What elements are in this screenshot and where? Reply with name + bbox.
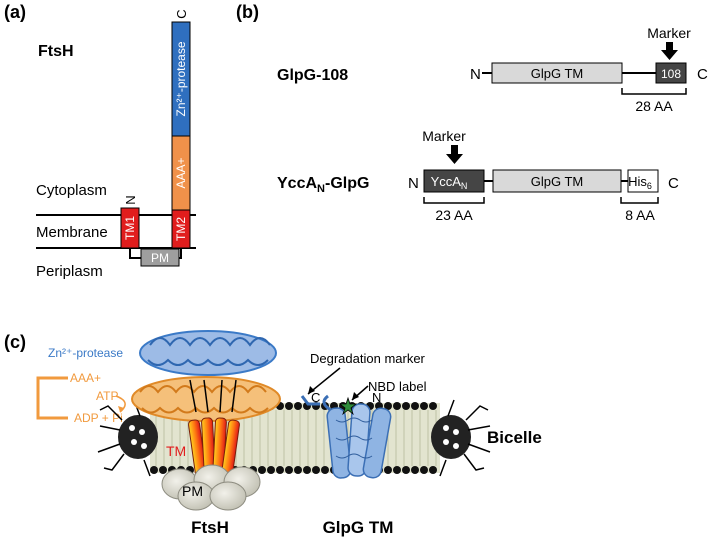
yccan-glpg-name-sub: N [317, 183, 325, 195]
panel-b: (b) GlpG-108 N GlpG TM 108 C Marker 28 A… [236, 2, 708, 223]
yccan-span-label-2: 8 AA [625, 207, 655, 223]
ftsh-label: FtsH [191, 518, 229, 537]
pm-domain [140, 248, 180, 267]
his-tag-sub: 6 [647, 181, 652, 191]
panel-c: (c) Zn²⁺-protease AAA+ ATP ADP + Pi [4, 330, 542, 537]
glpg108-span-bracket [621, 88, 687, 95]
glpg-c-term: C [311, 390, 320, 405]
membrane-label: Membrane [36, 224, 108, 241]
aaa-domain-label: AAA+ [174, 157, 188, 188]
glpg108-c-term: C [697, 66, 708, 83]
yccan-marker-box-sub: N [461, 181, 468, 191]
degradation-marker-tail [300, 395, 320, 406]
atp-arrowhead [118, 406, 124, 412]
degradation-marker-arrowhead [308, 386, 315, 394]
nbd-arrowhead [352, 392, 359, 400]
periplasm-label: Periplasm [36, 263, 103, 280]
yccan-glpg-name: YccAN-GlpG [277, 175, 369, 195]
glpg-helices [322, 394, 392, 479]
glpg108-n-term: N [470, 66, 481, 83]
atp-arrow [115, 395, 126, 413]
nbd-label: NBD label [368, 379, 427, 394]
yccan-span-label-1: 23 AA [435, 207, 473, 223]
degradation-marker-label: Degradation marker [310, 351, 426, 366]
adp-label: ADP + Pi [74, 411, 123, 425]
pm-label: PM [182, 483, 203, 499]
bicelle-label: Bicelle [487, 428, 542, 447]
glpg108-span-label: 28 AA [635, 98, 673, 114]
yccan-marker-box-main: YccA [431, 174, 462, 189]
glpg108-marker-box [655, 62, 687, 84]
yccan-c-term: C [668, 175, 679, 192]
panel-a: (a) FtsH Cytoplasm Membrane Periplasm PM… [4, 2, 196, 280]
panel-a-label: (a) [4, 2, 26, 22]
his-tag-label: His6 [628, 174, 652, 191]
yccan-marker-arrow [446, 145, 463, 164]
pm-domain-label: PM [151, 251, 169, 265]
glpg108-marker-label: Marker [647, 25, 691, 41]
yccan-marker-box-label: YccAN [431, 174, 468, 191]
yccan-n-term: N [408, 175, 419, 192]
glpg108-tm-label: GlpG TM [531, 66, 584, 81]
glpg108-marker-box-label: 108 [661, 67, 681, 81]
ftsh-pm-domains [161, 464, 261, 511]
aaa-legend: AAA+ [70, 371, 101, 385]
glpg108-name: GlpG-108 [277, 67, 348, 84]
protease-domain-label: Zn²⁺-protease [174, 41, 188, 116]
his-tag-main: His [628, 174, 647, 189]
panel-c-label: (c) [4, 332, 26, 352]
ftsh-title: FtsH [38, 43, 74, 60]
glpg-n-term: N [372, 390, 381, 405]
tm2-label: TM2 [174, 217, 188, 241]
yccan-tm-label: GlpG TM [531, 174, 584, 189]
glpg108-marker-arrow [661, 42, 678, 60]
his-tag-box [627, 169, 659, 193]
yccan-glpg-name-tail: -GlpG [325, 175, 369, 192]
yccan-span-bracket-2 [620, 197, 659, 204]
nbd-star-icon [338, 396, 358, 416]
cytoplasm-label: Cytoplasm [36, 182, 107, 199]
protease-domain [171, 21, 191, 137]
detergent-rim-right [431, 399, 491, 477]
yccan-marker-label: Marker [422, 128, 466, 144]
yccan-span-bracket-1 [423, 197, 485, 204]
detergent-rim-left [97, 399, 158, 477]
atp-label: ATP [96, 389, 118, 403]
tm-label: TM [166, 443, 186, 459]
tm1-domain [120, 207, 140, 249]
glpg-tm-label: GlpG TM [323, 518, 394, 537]
atp-cycle-bracket [36, 376, 68, 420]
n-terminus-label: N [123, 195, 138, 204]
ftsh-protease-ring [139, 330, 277, 376]
c-terminus-label: C [174, 9, 189, 18]
protease-legend: Zn²⁺-protease [48, 346, 123, 360]
yccan-glpg-name-main: YccA [277, 175, 317, 192]
panel-b-label: (b) [236, 2, 259, 22]
tm1-label: TM1 [123, 216, 137, 240]
